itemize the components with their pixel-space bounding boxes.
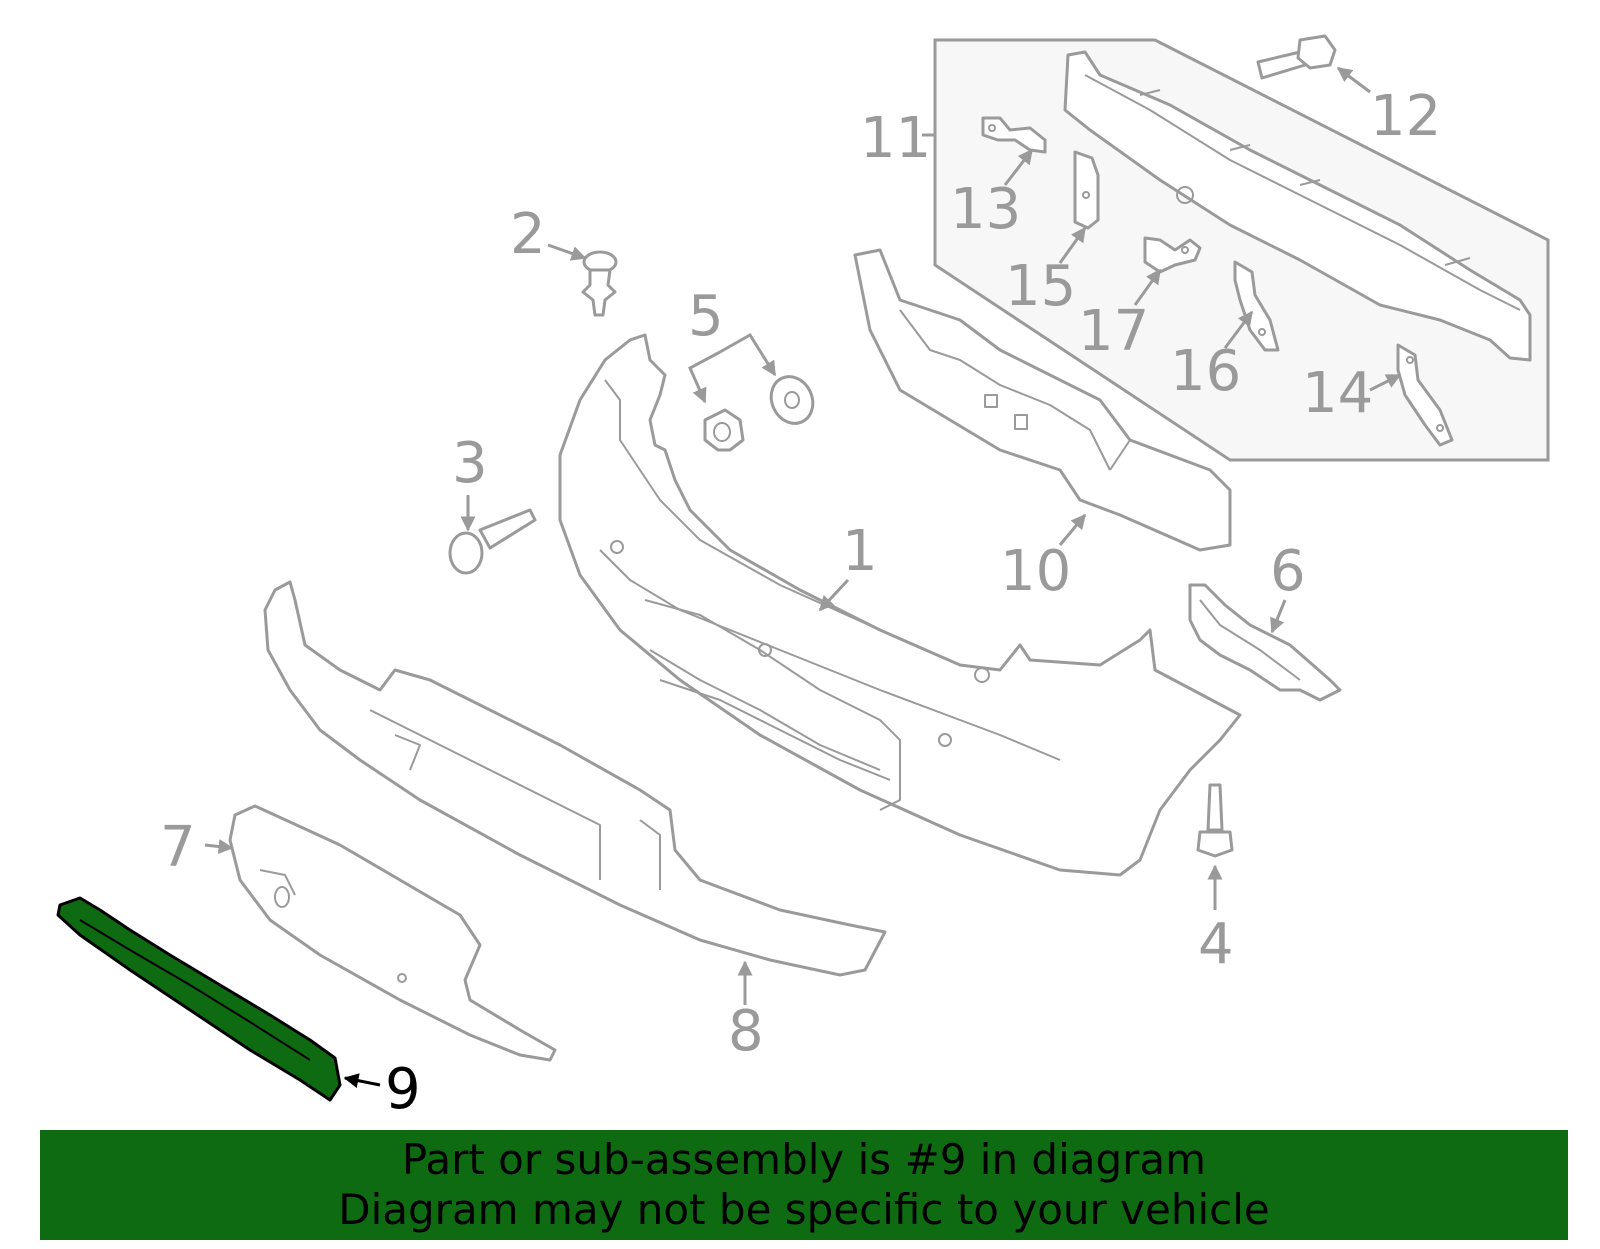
part-11-reinforcement-beam[interactable] <box>1063 50 1532 362</box>
info-banner: Part or sub-assembly is #9 in diagram Di… <box>40 1130 1568 1240</box>
callout-17: 17 <box>1078 299 1149 364</box>
part-2-push-clip[interactable] <box>581 250 618 317</box>
part-6-side-bracket[interactable] <box>1188 583 1342 702</box>
part-14-bracket[interactable] <box>1396 343 1454 447</box>
part-1-bumper-cover[interactable] <box>558 333 1242 877</box>
part-3-screw[interactable] <box>448 508 537 575</box>
callout-10: 10 <box>1000 539 1071 604</box>
callout-15: 15 <box>1005 254 1076 319</box>
part-10-energy-absorber[interactable] <box>853 248 1232 552</box>
callout-9: 9 <box>385 1057 421 1122</box>
callout-5: 5 <box>688 284 724 349</box>
leader-lines <box>204 66 1402 1089</box>
banner-line-disclaimer: Diagram may not be specific to your vehi… <box>338 1185 1270 1234</box>
part-12-bolt[interactable] <box>1256 34 1337 80</box>
callout-14: 14 <box>1302 361 1373 426</box>
callout-7: 7 <box>160 815 196 880</box>
part-13-bracket[interactable] <box>981 116 1047 154</box>
part-8-lower-valance[interactable] <box>263 580 887 977</box>
part-16-bracket[interactable] <box>1233 260 1280 352</box>
callout-13: 13 <box>950 177 1021 242</box>
callout-3: 3 <box>452 431 488 496</box>
part-4-bolt[interactable] <box>1196 783 1234 858</box>
callout-12: 12 <box>1370 84 1441 149</box>
part-7-lower-trim[interactable] <box>228 804 557 1062</box>
callout-2: 2 <box>510 202 546 267</box>
callout-1: 1 <box>842 519 878 584</box>
part-5-nut-and-washer[interactable] <box>703 370 820 452</box>
callout-6: 6 <box>1270 539 1306 604</box>
callout-16: 16 <box>1170 339 1241 404</box>
callout-4: 4 <box>1198 912 1234 977</box>
banner-line-part-info: Part or sub-assembly is #9 in diagram <box>401 1135 1207 1184</box>
callout-11: 11 <box>860 106 931 171</box>
part-15-bracket[interactable] <box>1073 150 1100 230</box>
part-9-highlighted-strip[interactable] <box>56 896 342 1102</box>
part-17-bracket[interactable] <box>1143 236 1202 274</box>
callout-8: 8 <box>728 999 764 1064</box>
sub-assembly-box-11 <box>922 38 1550 462</box>
